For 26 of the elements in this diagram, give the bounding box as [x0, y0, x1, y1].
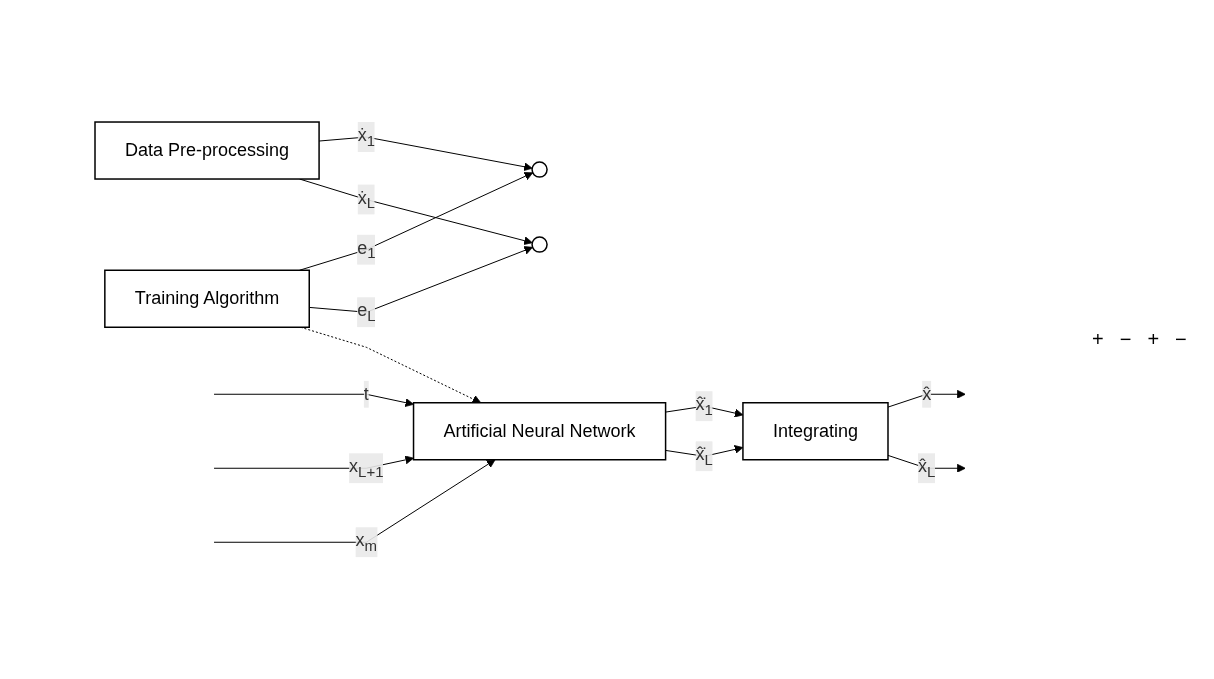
node-box: Artificial Neural Network	[412, 401, 667, 461]
node-box: Integrating	[742, 401, 889, 461]
edge-label: t	[363, 383, 369, 404]
edge-label: x̂̇$_{L}$	[695, 444, 713, 468]
edge-label: x$_{m}$	[355, 530, 377, 554]
edge-label: x̂̇$_{1}$	[695, 394, 713, 418]
edge-label: ẋ$_{L}$	[357, 187, 375, 211]
node-circle	[531, 236, 548, 253]
arrow	[887, 389, 966, 408]
edge-label: x̂	[921, 383, 931, 404]
arrow	[318, 136, 533, 171]
arrow	[298, 171, 533, 271]
edge-label: e$_{1}$	[356, 237, 376, 262]
sign-label: +	[1092, 328, 1104, 351]
node-box: Data Pre-processing	[94, 121, 320, 180]
arrow	[213, 459, 496, 543]
arrow	[213, 393, 414, 407]
sign-label: −	[1119, 328, 1132, 351]
edge-label: x$_{L+1}$	[348, 456, 384, 480]
edge-label: x̂$_{L}$	[917, 456, 936, 480]
node-circle	[531, 161, 548, 178]
edge-label: ẋ$_{1}$	[357, 124, 375, 149]
sign-label: −	[1175, 328, 1187, 351]
edge-label: e$_{L}$	[356, 300, 376, 324]
sign-label: +	[1147, 328, 1160, 351]
node-box: Training Algorithm	[103, 269, 310, 328]
